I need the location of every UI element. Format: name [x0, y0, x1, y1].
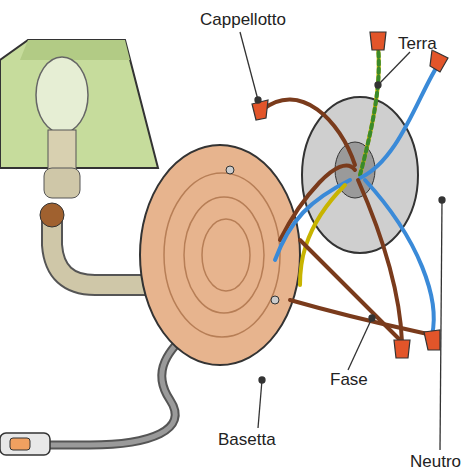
part-label: Neutro [410, 452, 461, 472]
part-label: Terra [398, 34, 437, 54]
base-ring [164, 173, 280, 337]
base-ring [202, 219, 250, 291]
wires [262, 45, 440, 342]
part-label: Fase [330, 370, 368, 390]
switch-body [0, 433, 50, 455]
arm-knob [40, 203, 64, 227]
wire-caps [252, 32, 448, 358]
leader-lines [240, 32, 445, 450]
base-ring [184, 197, 264, 313]
part-label: Cappellotto [200, 10, 286, 30]
lamp-socket [48, 130, 76, 170]
screw [226, 166, 234, 174]
power-cable [40, 330, 190, 445]
bulb [36, 57, 88, 133]
lampshade [0, 40, 158, 168]
lamp-socket-base [44, 168, 80, 198]
switch-button [10, 438, 30, 450]
power-cable-highlight [40, 330, 190, 445]
part-label: Basetta [218, 430, 276, 450]
lampshade-shade [20, 40, 130, 60]
screw [271, 296, 279, 304]
